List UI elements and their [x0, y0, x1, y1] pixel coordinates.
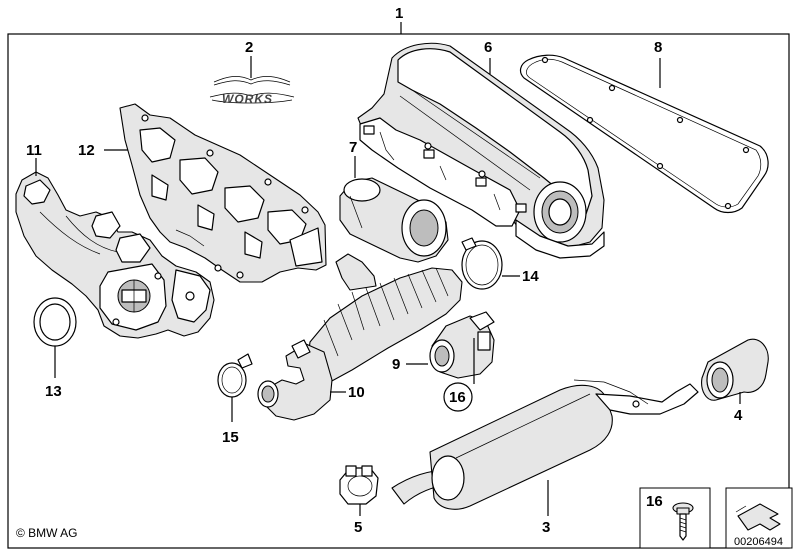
screw-legend-box: 16 — [639, 487, 711, 549]
callout-2[interactable]: 2 — [245, 39, 253, 56]
callout-13[interactable]: 13 — [45, 383, 62, 400]
intake-manifold-gasket — [519, 54, 769, 214]
callout-1[interactable]: 1 — [395, 5, 403, 22]
callout-15[interactable]: 15 — [222, 429, 239, 446]
callout-7[interactable]: 7 — [349, 139, 357, 156]
callout-4[interactable]: 4 — [734, 407, 743, 424]
callout-5[interactable]: 5 — [354, 519, 362, 536]
rear-silencer — [391, 379, 699, 510]
screw-icon — [672, 502, 694, 541]
hose-clamp-small — [217, 353, 253, 398]
heat-shield — [119, 103, 327, 283]
callout-3[interactable]: 3 — [542, 519, 550, 536]
tailpipe-sleeve — [701, 338, 769, 401]
exhaust-clamp — [339, 465, 379, 505]
callout-10[interactable]: 10 — [348, 384, 365, 401]
intake-manifold — [357, 42, 605, 259]
callout-16-circle — [443, 382, 473, 412]
callout-6[interactable]: 6 — [484, 39, 492, 56]
image-number: 00206494 — [734, 536, 783, 548]
hose-clamp-large — [461, 237, 503, 290]
callout-8[interactable]: 8 — [654, 39, 662, 56]
exhaust-gasket-ring — [33, 297, 77, 347]
exhaust-manifold — [15, 171, 215, 339]
image-id-box: 00206494 — [725, 487, 793, 549]
callout-9[interactable]: 9 — [392, 356, 400, 373]
callout-11[interactable]: 11 — [26, 142, 42, 159]
logo-text: WORKS — [222, 92, 273, 106]
air-mass-meter — [429, 311, 495, 379]
assembly-frame — [7, 33, 790, 549]
callout-14[interactable]: 14 — [522, 268, 539, 285]
callout-12[interactable]: 12 — [78, 142, 95, 159]
copyright-text: © BMW AG — [16, 526, 78, 540]
callout-16[interactable]: 16 — [449, 389, 466, 406]
direction-arrow-icon — [737, 503, 781, 531]
callout-16-legend[interactable]: 16 — [646, 493, 663, 510]
air-filter-element — [339, 177, 449, 263]
works-badge-emblem: WORKS — [209, 56, 295, 106]
intake-air-hose — [257, 253, 463, 421]
